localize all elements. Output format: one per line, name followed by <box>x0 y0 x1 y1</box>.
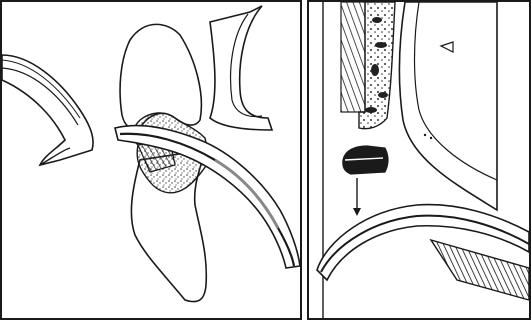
left-panel <box>0 0 303 321</box>
bone-trabeculae <box>359 2 395 129</box>
right-panel <box>307 0 531 321</box>
left-panel-illustration <box>0 0 303 321</box>
gingiva-left <box>2 55 93 165</box>
hatched-root-surface <box>341 2 365 112</box>
serrated-grip <box>431 240 529 300</box>
gingiva-wall <box>399 2 497 210</box>
gingiva-right <box>210 6 272 130</box>
right-panel-illustration <box>307 0 531 321</box>
downward-arrow <box>353 178 361 216</box>
